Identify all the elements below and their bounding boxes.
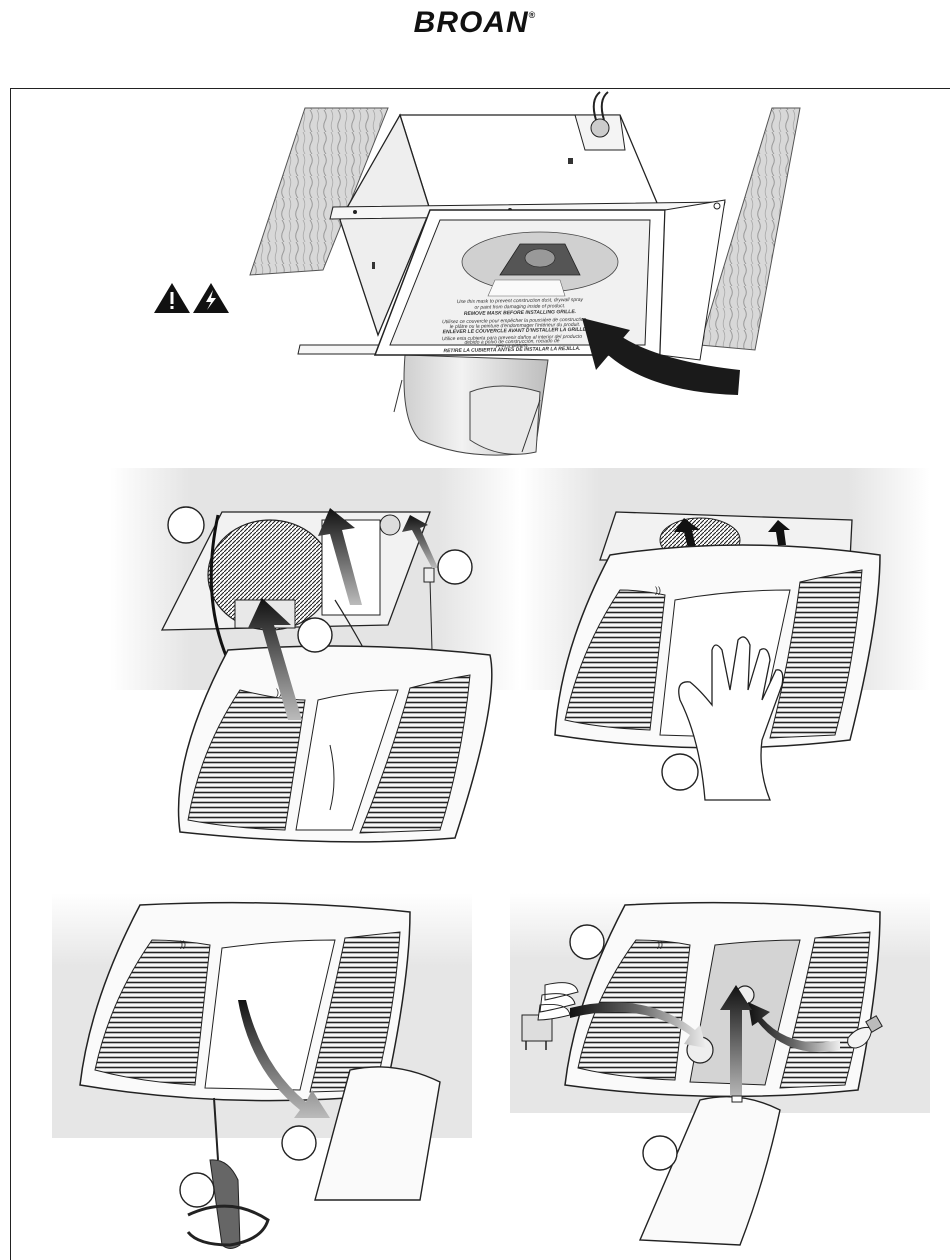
screwdriver-shaft bbox=[213, 1097, 219, 1161]
step2-callout-a bbox=[167, 506, 205, 544]
mask-text-en-2: or paint from damaging inside of product… bbox=[474, 303, 565, 311]
svg-text:)): )) bbox=[655, 585, 661, 595]
lens-removal-arrow bbox=[238, 1000, 330, 1118]
step5-callout-a bbox=[569, 924, 605, 960]
left-joist bbox=[249, 107, 389, 276]
svg-text:)): )) bbox=[180, 939, 186, 949]
mask-text-es-1: Utilice esta cubierta para prevenir daño… bbox=[442, 334, 583, 342]
mask-text-es-3: yeso o pintura. bbox=[495, 343, 529, 350]
mask-text-en-1: Use this mask to prevent construction du… bbox=[457, 297, 584, 305]
step4-callout-b bbox=[179, 1172, 215, 1208]
hand-pushing-grille bbox=[678, 636, 784, 801]
step2-grille-attach-illustration: )) bbox=[110, 468, 520, 843]
step1-housing-illustration: Use this mask to prevent construction du… bbox=[154, 91, 801, 456]
step5-install-bulbs-illustration: )) bbox=[510, 893, 930, 1246]
right-joist bbox=[699, 107, 801, 351]
step4-callout-a bbox=[281, 1125, 317, 1161]
cfl-insert-arrow bbox=[570, 1002, 706, 1048]
step3-push-grille-illustration: )) bbox=[520, 468, 930, 801]
trademark-symbol: ® bbox=[528, 10, 537, 20]
step2-callout-c bbox=[297, 617, 333, 653]
power-cable-connector bbox=[590, 118, 610, 138]
mask-text-fr-2: le plâtre ou la peinture d'endommager l'… bbox=[450, 322, 581, 330]
screwdriver-handle bbox=[209, 1159, 241, 1249]
removed-lens bbox=[314, 1066, 441, 1201]
svg-text:)): )) bbox=[276, 687, 282, 697]
instruction-frame bbox=[10, 88, 950, 1260]
attach-arrow-1 bbox=[248, 598, 302, 720]
night-light-bulb-icon bbox=[847, 1015, 883, 1049]
mask-text-fr-1: Utilisez ce couvercle pour empêcher la p… bbox=[442, 317, 588, 326]
rotate-arrow bbox=[186, 1204, 270, 1247]
night-light-insert-arrow bbox=[748, 1002, 840, 1053]
mask-text-fr-3: ENLEVER LE COUVERCLE AVANT D'INSTALLER L… bbox=[443, 327, 588, 336]
step2-callout-b bbox=[437, 549, 473, 585]
mask-text-en-3: REMOVE MASK BEFORE INSTALLING GRILLE. bbox=[464, 309, 576, 317]
step5-callout-b bbox=[642, 1135, 678, 1171]
brand-logo: BROAN® bbox=[0, 6, 950, 40]
plug-arrow bbox=[402, 515, 438, 568]
mask-text-es-2: debido a polvo de construcción, rociado … bbox=[464, 338, 559, 346]
mask-removal-arrow bbox=[598, 330, 740, 395]
step4-remove-lens-illustration: )) bbox=[52, 893, 472, 1249]
brand-name: BROAN bbox=[413, 6, 529, 39]
cfl-bulb-icon bbox=[521, 982, 579, 1050]
svg-text:)): )) bbox=[657, 939, 663, 949]
power-wire bbox=[209, 514, 232, 666]
light-lens-area bbox=[295, 689, 399, 831]
lamp-compartment bbox=[689, 939, 801, 1086]
attach-arrow-2 bbox=[318, 508, 362, 605]
lens-reinstall-arrow bbox=[720, 985, 752, 1100]
mask-text-es-4: RETIRE LA CUBIERTA ANTES DE INSTALAR LA … bbox=[443, 346, 580, 354]
grille-vent-right bbox=[359, 674, 471, 834]
lens-to-install bbox=[638, 1096, 781, 1246]
step3-callout bbox=[661, 753, 699, 791]
